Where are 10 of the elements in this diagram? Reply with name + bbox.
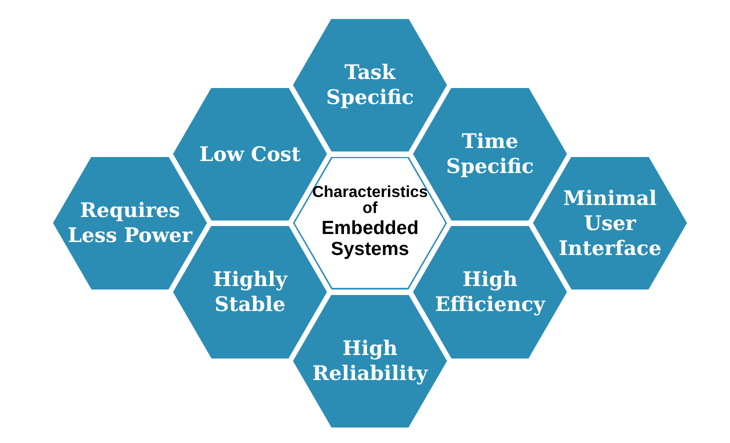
feature-label: High Efficiency — [434, 267, 546, 317]
center-heading: Characteristics of — [312, 185, 428, 216]
feature-label: Time Specific — [446, 129, 534, 179]
feature-label: Highly Stable — [212, 267, 288, 317]
feature-label: Minimal User Interface — [558, 186, 662, 260]
feature-label: Requires Less Power — [66, 198, 194, 248]
feature-label: Task Specific — [326, 60, 414, 110]
feature-label: High Reliability — [312, 336, 428, 386]
center-title: Embedded Systems — [321, 218, 419, 261]
feature-label: Low Cost — [199, 142, 301, 166]
